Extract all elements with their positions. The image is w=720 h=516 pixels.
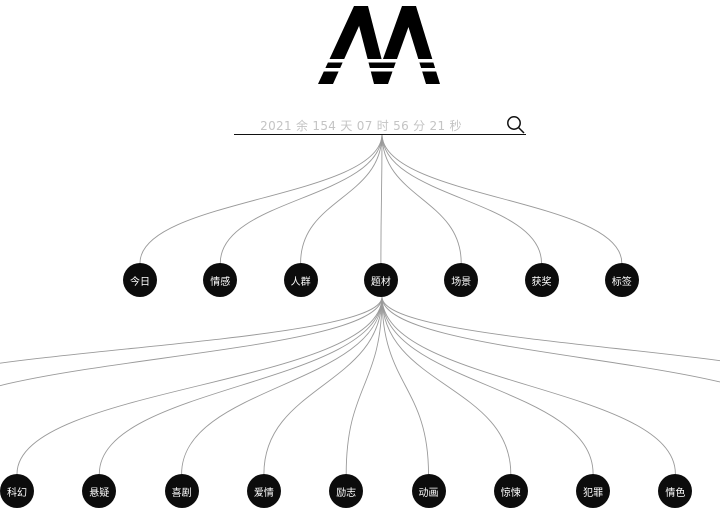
logo [318, 6, 442, 84]
category-link [381, 133, 623, 264]
category-link [219, 133, 383, 264]
genre-node-label: 喜剧 [171, 487, 192, 499]
genre-link-offscreen [0, 296, 383, 387]
genre-node-label: 犯罪 [583, 487, 604, 499]
genre-link [381, 296, 594, 475]
category-node-label: 场景 [451, 276, 472, 288]
genre-link [345, 296, 383, 475]
genre-node[interactable]: 犯罪 [576, 474, 611, 508]
genre-node-label: 悬疑 [89, 487, 110, 499]
genre-link [381, 296, 676, 475]
genre-node-label: 惊悚 [500, 487, 521, 499]
category-link [381, 133, 462, 264]
category-link [381, 133, 542, 264]
genre-node[interactable]: 科幻 [0, 474, 34, 508]
genre-link-offscreen [381, 296, 720, 383]
category-node-label: 获奖 [531, 276, 552, 288]
genre-link [381, 296, 512, 475]
genre-node[interactable]: 动画 [411, 474, 446, 508]
genre-node-label: 情色 [665, 487, 686, 499]
genre-link-offscreen [0, 296, 383, 364]
genre-node-label: 励志 [336, 487, 357, 499]
genre-link [181, 296, 383, 475]
search-bar[interactable]: 2021 余 154 天 07 时 56 分 21 秒 [234, 114, 526, 135]
genre-link-offscreen [381, 296, 720, 362]
category-node[interactable]: 场景 [444, 263, 479, 297]
category-node-label: 今日 [130, 276, 150, 288]
category-node-label: 情感 [210, 276, 231, 288]
genre-node[interactable]: 喜剧 [164, 474, 199, 508]
genre-link [98, 296, 383, 475]
category-node[interactable]: 题材 [363, 263, 398, 297]
category-node[interactable]: 今日 [123, 263, 157, 297]
genre-node[interactable]: 励志 [329, 474, 364, 508]
category-node-label: 人群 [290, 276, 311, 288]
category-node[interactable]: 标签 [604, 263, 639, 297]
category-link [380, 133, 383, 264]
category-link [300, 133, 383, 264]
genre-link [263, 296, 383, 475]
category-node-label: 标签 [611, 276, 632, 288]
genre-link [16, 296, 383, 475]
genre-node-label: 科幻 [7, 487, 27, 499]
search-icon[interactable] [506, 115, 526, 135]
category-node[interactable]: 获奖 [524, 263, 559, 297]
category-node[interactable]: 人群 [283, 263, 318, 297]
category-node-label: 题材 [370, 276, 391, 288]
genre-node-label: 爱情 [253, 487, 274, 499]
genre-link [381, 296, 429, 475]
genre-node-label: 动画 [418, 487, 439, 499]
genre-node[interactable]: 爱情 [246, 474, 281, 508]
category-link [139, 133, 383, 264]
countdown-text: 2021 余 154 天 07 时 56 分 21 秒 [260, 119, 462, 133]
genre-node[interactable]: 惊悚 [493, 474, 528, 508]
